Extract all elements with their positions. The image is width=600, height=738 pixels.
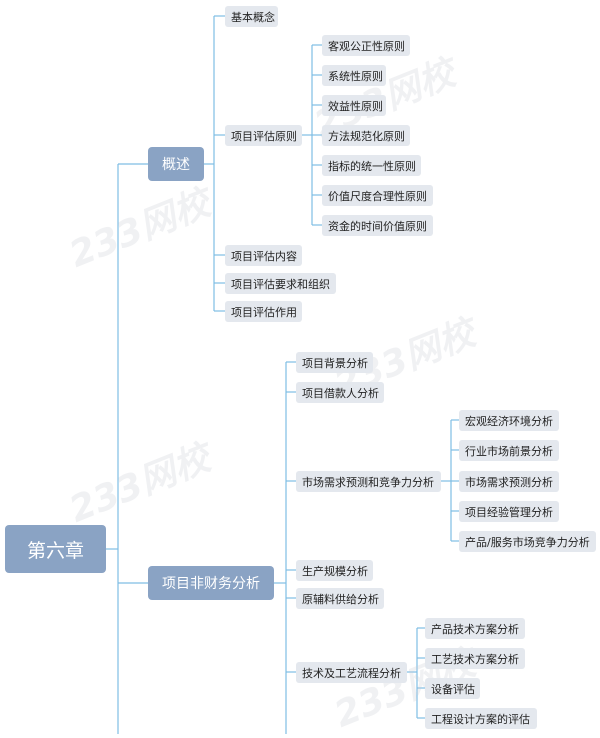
node-tech-item[interactable]: 产品技术方案分析 <box>425 618 525 639</box>
node-evaluation-content[interactable]: 项目评估内容 <box>225 245 302 266</box>
node-basic-concepts[interactable]: 基本概念 <box>225 6 278 27</box>
node-tech-process[interactable]: 技术及工艺流程分析 <box>296 662 407 683</box>
node-principle[interactable]: 方法规范化原则 <box>322 125 410 146</box>
node-evaluation-role[interactable]: 项目评估作用 <box>225 301 302 322</box>
node-market-item[interactable]: 市场需求预测分析 <box>459 471 559 492</box>
node-market-item[interactable]: 宏观经济环境分析 <box>459 410 559 431</box>
node-evaluation-requirements[interactable]: 项目评估要求和组织 <box>225 273 336 294</box>
node-market-item[interactable]: 项目经验管理分析 <box>459 501 559 522</box>
node-evaluation-principles[interactable]: 项目评估原则 <box>225 125 302 146</box>
node-nonfinancial[interactable]: 项目非财务分析 <box>148 566 274 600</box>
node-project-background[interactable]: 项目背景分析 <box>296 352 373 373</box>
node-market-item[interactable]: 行业市场前景分析 <box>459 440 559 461</box>
node-market-analysis[interactable]: 市场需求预测和竞争力分析 <box>296 471 441 492</box>
node-principle[interactable]: 价值尺度合理性原则 <box>322 185 433 206</box>
node-principle[interactable]: 客观公正性原则 <box>322 35 410 56</box>
root-node[interactable]: 第六章 <box>5 525 106 573</box>
node-market-item[interactable]: 产品/服务市场竞争力分析 <box>459 531 596 552</box>
node-production-scale[interactable]: 生产规模分析 <box>296 560 373 581</box>
node-principle[interactable]: 系统性原则 <box>322 65 386 86</box>
node-tech-item[interactable]: 设备评估 <box>425 678 480 699</box>
node-tech-item[interactable]: 工艺技术方案分析 <box>425 648 525 669</box>
node-principle[interactable]: 资金的时间价值原则 <box>322 215 433 236</box>
node-material-supply[interactable]: 原辅料供给分析 <box>296 588 384 609</box>
node-tech-item[interactable]: 工程设计方案的评估 <box>425 708 537 729</box>
node-overview[interactable]: 概述 <box>148 147 204 181</box>
node-borrower-analysis[interactable]: 项目借款人分析 <box>296 382 384 403</box>
node-principle[interactable]: 效益性原则 <box>322 95 386 116</box>
node-principle[interactable]: 指标的统一性原则 <box>322 155 421 176</box>
